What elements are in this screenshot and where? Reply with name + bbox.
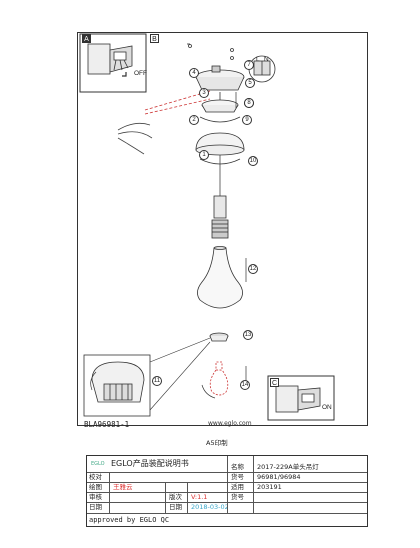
item-no-value: 96981/96984 bbox=[257, 473, 301, 481]
mounting-bracket bbox=[201, 92, 239, 113]
row-label-drawing: 绘图 bbox=[89, 483, 102, 491]
panel-c-tag: C bbox=[270, 378, 279, 387]
step-3: 3 bbox=[199, 88, 209, 98]
zoom-inset bbox=[83, 354, 151, 417]
lamp-holder bbox=[211, 195, 229, 239]
shade-ring bbox=[209, 332, 229, 342]
step-11: 11 bbox=[152, 376, 162, 386]
document-code: BLA96981-1 bbox=[84, 420, 130, 429]
lamp-shade bbox=[197, 246, 243, 309]
zoom-connector bbox=[149, 337, 211, 363]
applies-value: 203191 bbox=[257, 483, 282, 491]
print-note: A5印制 bbox=[206, 439, 228, 447]
version-label: 版次 bbox=[169, 493, 182, 501]
name-value: 2017-229A单头吊灯 bbox=[257, 463, 319, 471]
company-title: EGLO产品装配说明书 bbox=[111, 459, 189, 468]
step-4: 4 bbox=[189, 68, 199, 78]
step-13: 13 bbox=[243, 330, 253, 340]
date-label: 日期 bbox=[169, 503, 182, 511]
terminal-inset bbox=[248, 55, 276, 83]
rotation-arrows bbox=[90, 116, 241, 399]
step-5: 5 bbox=[245, 78, 255, 88]
off-label: OFF bbox=[134, 70, 147, 77]
item-no-label: 货号 bbox=[231, 473, 244, 481]
switch-illustration-a bbox=[87, 43, 133, 77]
row-label-date: 日期 bbox=[89, 503, 102, 511]
page-frame bbox=[77, 32, 368, 426]
version-value: V:1.1 bbox=[191, 493, 208, 501]
date-value: 2018-03-02 bbox=[191, 503, 227, 511]
row-label-review: 审核 bbox=[89, 493, 102, 501]
panel-a-tag: A bbox=[82, 34, 91, 43]
drawer-name: 王雅云 bbox=[113, 483, 133, 491]
step-2: 2 bbox=[189, 115, 199, 125]
step-12: 12 bbox=[248, 264, 258, 274]
light-bulb bbox=[209, 361, 229, 396]
terminal-label-l: L bbox=[256, 56, 260, 63]
step-10: 10 bbox=[248, 156, 258, 166]
step-9: 9 bbox=[242, 115, 252, 125]
step-8: 8 bbox=[244, 98, 254, 108]
item-no2-label: 货号 bbox=[231, 493, 244, 501]
step-7: 7 bbox=[244, 60, 254, 70]
direction-arrows bbox=[235, 92, 247, 384]
panel-b-tag: B bbox=[150, 34, 159, 43]
row-label-check: 校对 bbox=[89, 473, 102, 481]
step-14: 14 bbox=[240, 380, 250, 390]
switch-illustration-c bbox=[275, 385, 321, 413]
step-1: 1 bbox=[199, 150, 209, 160]
ceiling-plate bbox=[187, 43, 245, 91]
wire-bundle bbox=[117, 122, 153, 155]
website-url: www.eglo.com bbox=[208, 420, 252, 427]
approved-by: approved by EGLO QC bbox=[89, 516, 170, 524]
name-label: 名称 bbox=[231, 463, 244, 471]
eglo-logo: EGLO bbox=[91, 461, 105, 467]
applies-label: 适用 bbox=[231, 483, 244, 491]
terminal-label-n: N bbox=[264, 56, 269, 63]
title-block: EGLO EGLO产品装配说明书 校对 绘图 审核 日期 王雅云 版次 V:1.… bbox=[86, 455, 368, 527]
on-label: ON bbox=[322, 404, 332, 411]
